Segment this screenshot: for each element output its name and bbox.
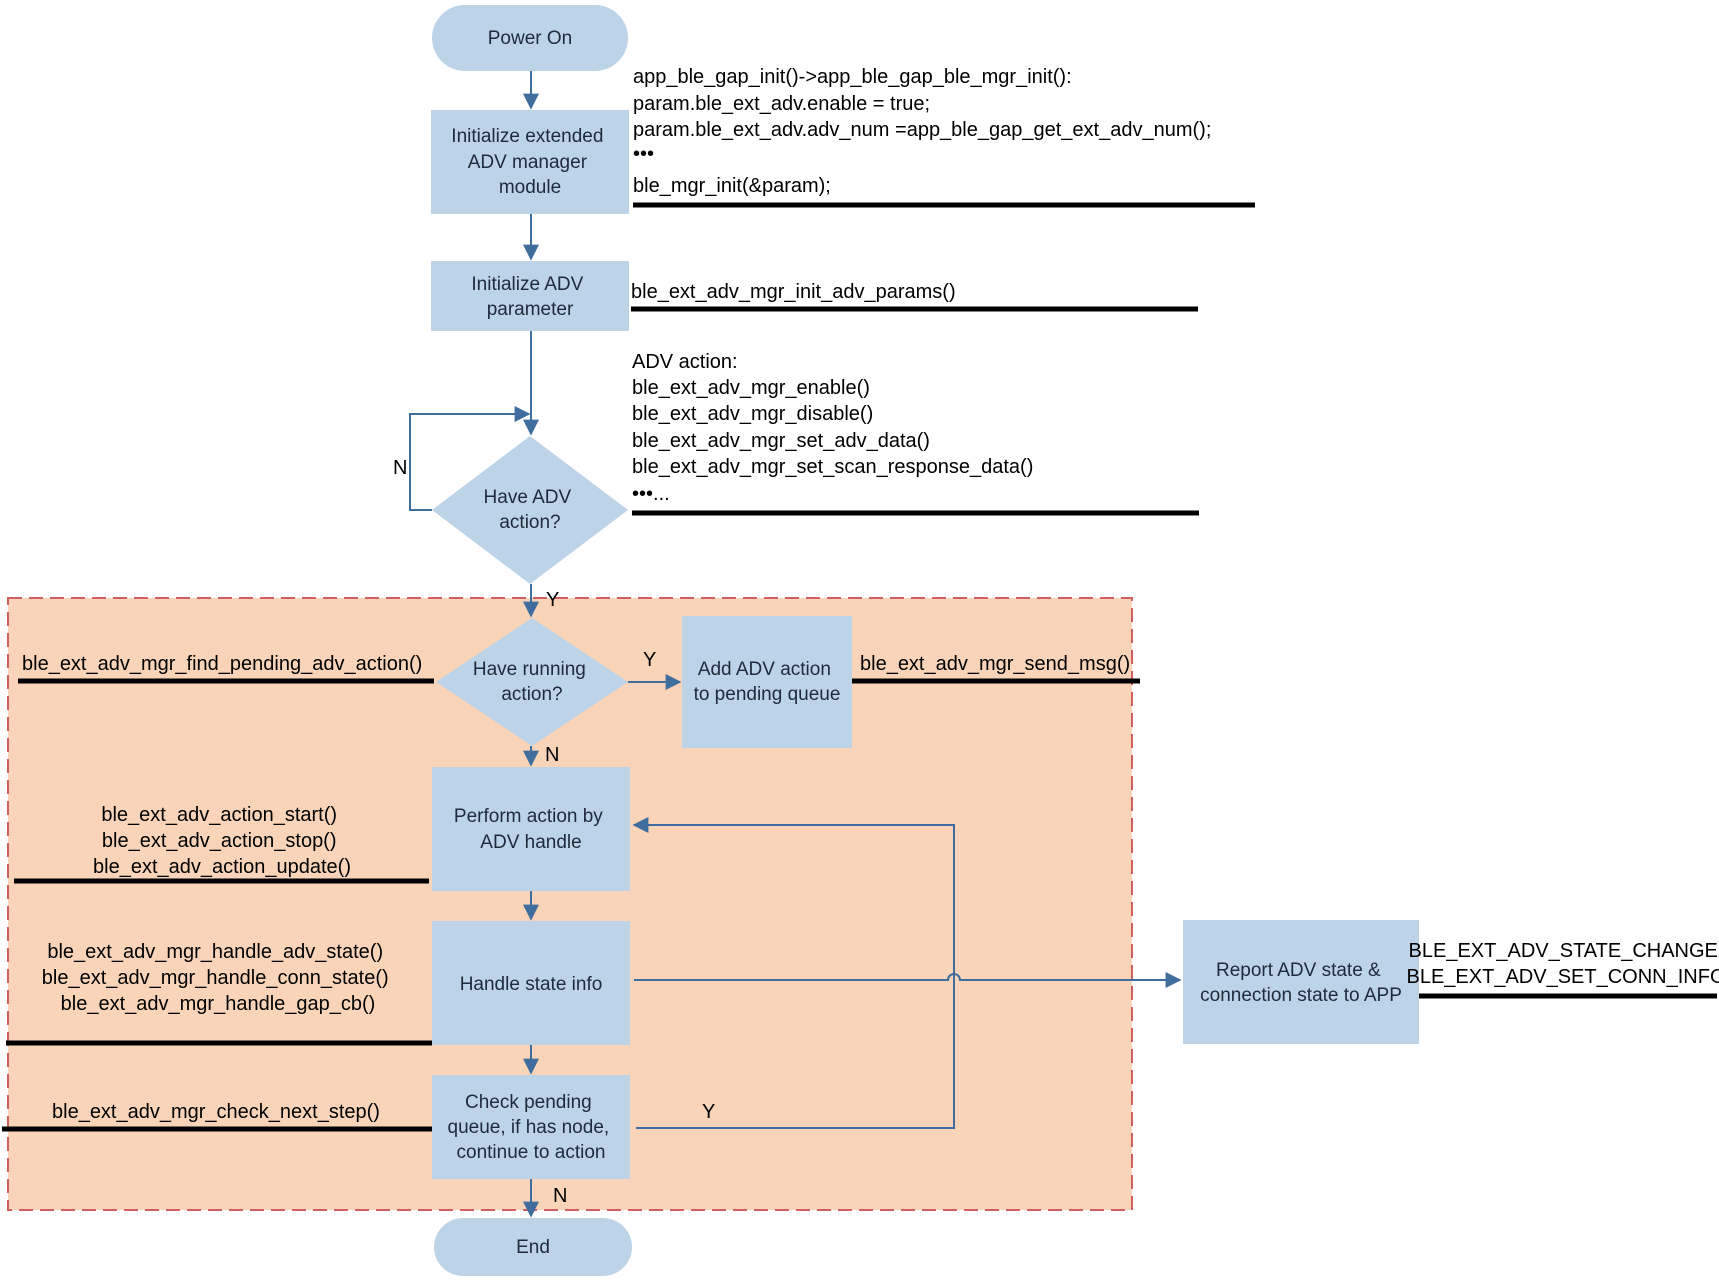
edge-label-next-yes: Y [702,1101,715,1123]
flow-handle-to-report [634,972,1182,988]
handle-state-note: ble_ext_adv_mgr_handle_adv_state() ble_e… [42,941,394,1015]
edge-label-adv-action-no: N [393,457,407,479]
adv-action-note: ADV action: ble_ext_adv_mgr_enable() ble… [632,351,1039,505]
edge-label-next-no: N [553,1185,567,1207]
edge-label-running-yes: Y [643,649,656,671]
init-param-label: Initialize ADV parameter [471,274,588,320]
have-running-action-decision [436,618,628,746]
have-adv-action-decision [432,436,628,584]
init-manager-box [431,110,629,214]
add-pending-box [682,616,852,748]
power-on-terminal [432,5,628,71]
flow-next-yes-loop [632,817,955,1129]
find-pending-note: ble_ext_adv_mgr_find_pending_adv_action(… [22,653,422,675]
perform-action-box [432,767,630,891]
check-pending-box [432,1075,630,1179]
have-adv-action-label: Have ADV action? [484,487,577,533]
edge-label-running-no: N [545,744,559,766]
report-state-box [1183,920,1419,1044]
end-terminal [434,1218,632,1276]
check-pending-label: Check pending queue, if has node, contin… [448,1092,615,1163]
report-events-note: BLE_EXT_ADV_STATE_CHANGE BLE_EXT_ADV_SET… [1407,940,1719,988]
check-next-note: ble_ext_adv_mgr_check_next_step() [52,1101,380,1123]
edge-label-adv-action-yes: Y [546,589,559,611]
handle-state-label: Handle state info [460,974,603,995]
init-param-note: ble_ext_adv_mgr_init_adv_params() [631,281,956,303]
have-running-action-label: Have running action? [473,659,591,705]
end-label: End [516,1237,550,1258]
init-param-box [431,261,629,331]
add-pending-label: Add ADV action to pending queue [694,659,841,705]
perform-action-label: Perform action by ADV handle [454,806,608,853]
send-msg-note: ble_ext_adv_mgr_send_msg() [860,653,1130,675]
flow-no-adv-action-loop [409,406,531,511]
init-manager-note: app_ble_gap_init()->app_ble_gap_ble_mgr_… [633,66,1217,197]
init-manager-label: Initialize extended ADV manager module [451,126,608,198]
power-on-label: Power On [488,28,572,49]
perform-note: ble_ext_adv_action_start() ble_ext_adv_a… [93,804,351,878]
report-state-label: Report ADV state & connection state to A… [1200,960,1402,1006]
handle-state-box [432,921,630,1045]
